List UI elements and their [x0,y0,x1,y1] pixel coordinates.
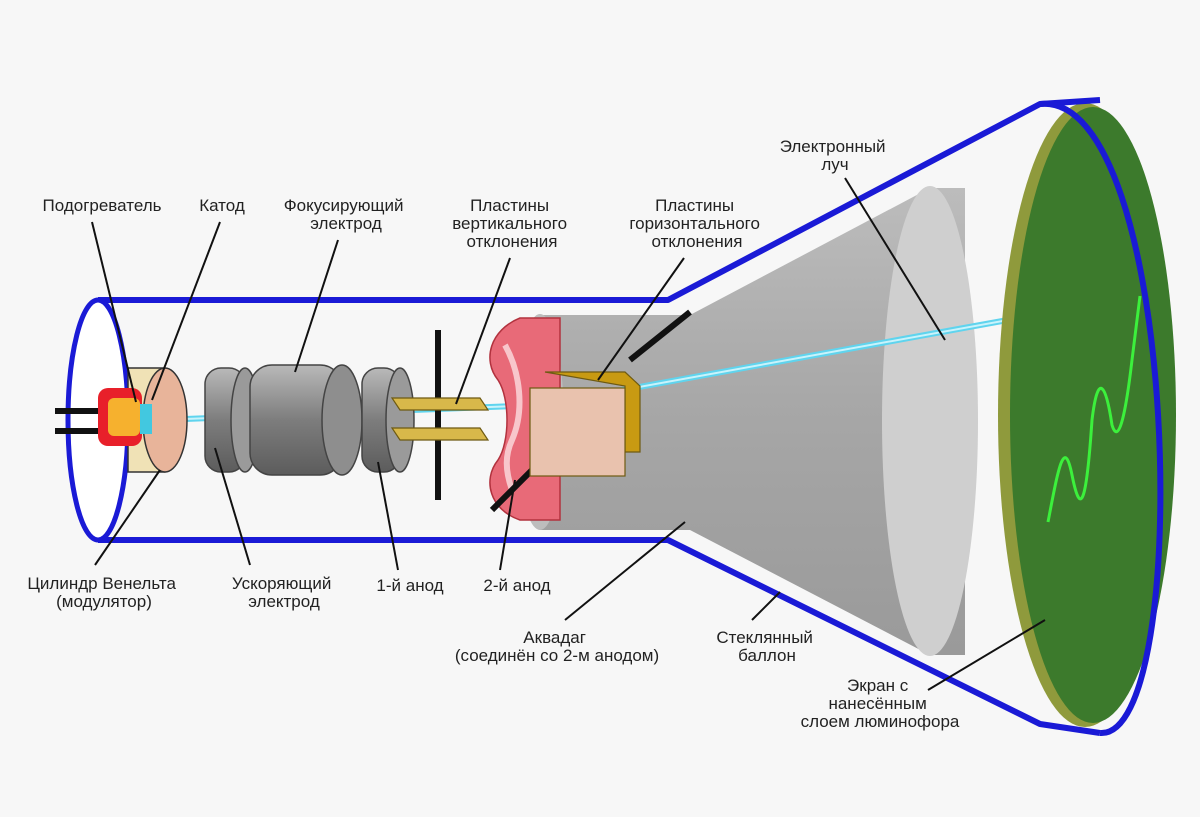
label-screen: Экран с нанесённым слоем люминофора [801,676,960,731]
lead-wire-top [55,408,115,414]
oscillogram-trace [1046,295,1142,523]
label-anode1: 1-й анод [376,576,443,595]
first-anode [361,367,415,473]
label-focusing-electrode: Фокусирующий электрод [284,196,409,233]
cathode [140,404,152,434]
label-horizontal-plates: Пластины горизонтального отклонения [629,196,764,251]
label-wehnelt: Цилиндр Венельта (модулятор) [27,574,180,611]
labels: Подогреватель Катод Фокусирующий электро… [27,137,960,731]
horizontal-deflection-plates [529,309,692,477]
heater [98,388,142,446]
label-heater: Подогреватель [43,196,162,215]
label-glass-envelope: Стеклянный баллон [716,628,817,665]
label-anode2: 2-й анод [483,576,550,595]
label-accelerating-electrode: Ускоряющий электрод [232,574,336,611]
label-aquadag: Аквадаг (соединён со 2-м анодом) [455,628,659,665]
leader-lines [91,177,1046,691]
label-electron-beam: Электронный луч [780,137,891,174]
lead-wire-bottom [55,428,115,434]
phosphor-screen [998,103,1176,727]
electron-gun [55,309,692,521]
vertical-deflection-plates [390,330,490,500]
label-cathode: Катод [199,196,245,215]
focusing-electrode [249,364,363,476]
label-vertical-plates: Пластины вертикального отклонения [452,196,572,251]
